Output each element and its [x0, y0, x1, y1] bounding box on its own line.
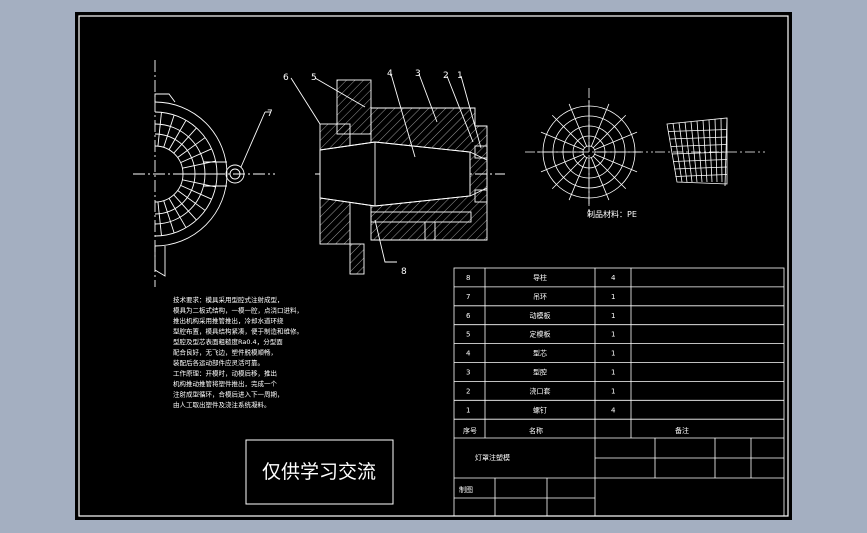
- left-view: [133, 60, 275, 287]
- material-note: 制品材料：PE: [587, 209, 637, 219]
- callout-8: 8: [401, 267, 407, 277]
- title-block-drawn: 制图: [459, 485, 473, 494]
- tech-note-line: 机构推动推管将塑件推出，完成一个: [173, 379, 278, 388]
- product-side-view: [655, 117, 765, 187]
- tech-note-line: 型腔及型芯表面粗糙度Ra0.4，分型面: [173, 337, 283, 346]
- tech-note-line: 配合良好，无飞边，塑件脱模顺畅，: [173, 348, 277, 357]
- tech-note-line: 模具为二板式结构，一模一腔，点浇口进料，: [173, 306, 303, 315]
- bom-row-no: 3: [466, 369, 470, 377]
- callout-1: 1: [457, 71, 463, 81]
- watermark-text: 仅供学习交流: [262, 461, 376, 483]
- callout-5: 5: [311, 73, 317, 83]
- bom-header-remark: 备注: [675, 426, 689, 435]
- bom-row-qty: 1: [611, 387, 615, 395]
- callout-7: 7: [267, 109, 273, 119]
- bom-row-no: 5: [466, 331, 470, 339]
- tech-note-line: 工作原理：开模时，动模后移，推出: [173, 369, 277, 378]
- bom-row-name: 动模板: [530, 311, 551, 320]
- watermark-box: 仅供学习交流: [245, 439, 394, 505]
- callout-6: 6: [283, 73, 289, 83]
- bom-row-qty: 1: [611, 331, 615, 339]
- bom-row-no: 2: [466, 387, 470, 395]
- tech-note-line: 型腔布置，模具结构紧凑，便于制造和维修。: [173, 327, 303, 336]
- tech-note-line: 注射成型循环，合模后进入下一周期，: [173, 390, 284, 399]
- bom-row-no: 8: [466, 274, 470, 282]
- product-top-view: [525, 88, 653, 216]
- drawing-sheet: 7: [75, 12, 792, 520]
- bom-row-no: 1: [466, 406, 470, 414]
- title-block-name: 灯罩注塑模: [475, 453, 510, 462]
- tech-note-line: 技术要求：模具采用型腔式注射成型，: [173, 295, 284, 304]
- bom-row-no: 6: [466, 312, 471, 320]
- tech-note-line: 由人工取出塑件及浇注系统凝料。: [173, 400, 271, 409]
- bom-row-qty: 4: [611, 274, 616, 282]
- callout-3: 3: [415, 69, 421, 79]
- tech-notes: 技术要求：模具采用型腔式注射成型， 模具为二板式结构，一模一腔，点浇口进料，推出机…: [173, 295, 303, 409]
- bom-row-no: 7: [466, 293, 470, 301]
- drawing-canvas: 7: [78, 15, 789, 517]
- bom-header-row: 序号 名称 备注: [463, 426, 689, 435]
- bom-row-qty: 1: [611, 369, 615, 377]
- bom-table: [453, 267, 785, 517]
- bom-row-name: 型腔: [533, 368, 547, 377]
- section-callouts: 6 5 4 3 2 1 8: [283, 69, 463, 277]
- bom-row-qty: 1: [611, 293, 615, 301]
- section-view: [290, 73, 505, 275]
- bom-row-name: 浇口套: [530, 386, 551, 395]
- bom-row-name: 吊环: [533, 293, 547, 301]
- bom-row-name: 导柱: [533, 273, 547, 282]
- bom-row-qty: 1: [611, 350, 615, 358]
- bom-row-no: 4: [466, 350, 471, 358]
- bom-header-no: 序号: [463, 426, 477, 435]
- tech-note-line: 推出机构采用推管推出，冷却水道环绕: [173, 316, 284, 325]
- bom-text: 8 导柱 4 7 吊环 1 6 动模板 1 5 定模板 1 4 型芯 1 3 型腔 1 2 浇口套 1 1 螺钉 4: [466, 273, 616, 414]
- callout-2: 2: [443, 71, 449, 81]
- bom-row-qty: 1: [611, 312, 615, 320]
- tech-note-line: 装配后各运动部件应灵活可靠。: [173, 358, 264, 367]
- bom-row-name: 定模板: [530, 330, 551, 339]
- bom-row-name: 螺钉: [533, 405, 547, 414]
- bom-row-qty: 4: [611, 406, 616, 414]
- callout-4: 4: [387, 69, 393, 79]
- bom-header-name: 名称: [529, 426, 543, 435]
- bom-row-name: 型芯: [533, 349, 547, 358]
- sheet-border: [78, 15, 789, 517]
